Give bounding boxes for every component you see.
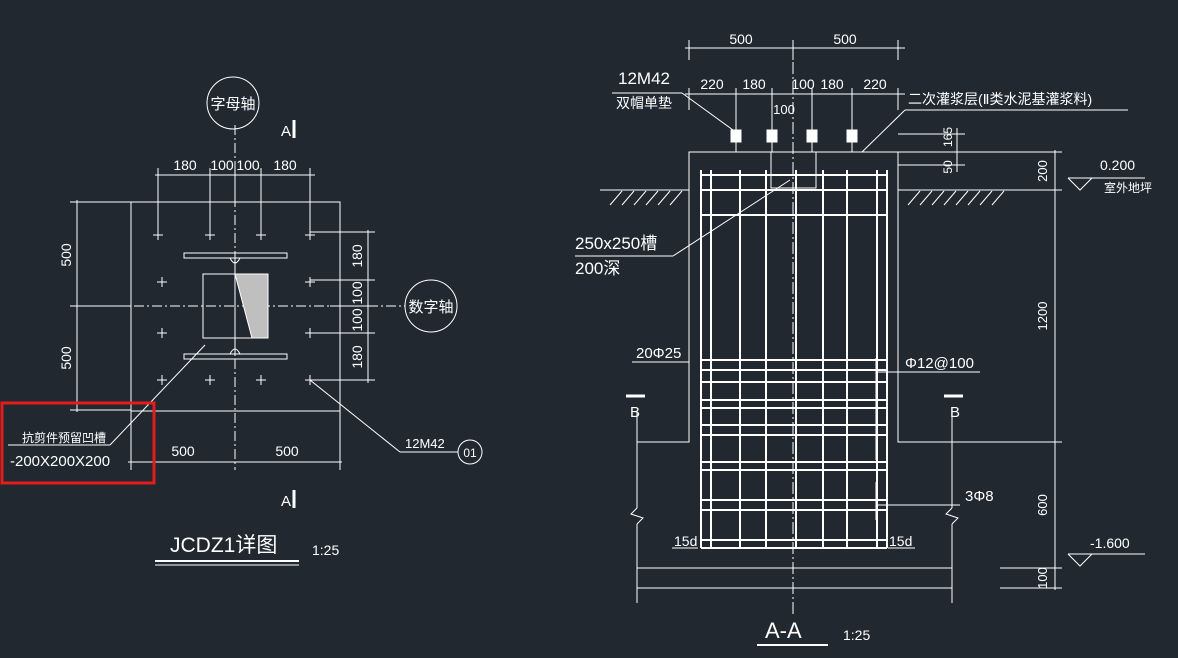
elevation-top: 0.200 — [1100, 157, 1135, 173]
section-dim-center: 100 — [773, 102, 795, 117]
groove-label-size: 250x250槽 — [575, 234, 657, 253]
stirrup-label: Φ12@100 — [905, 355, 974, 372]
main-rebar-label: 20Φ25 — [636, 345, 681, 362]
anchor-bolts — [730, 118, 858, 152]
plan-dim-top-2: 100 — [210, 157, 234, 173]
plan-dim-bottom-2: 500 — [275, 443, 299, 459]
number-axis-bubble — [404, 279, 458, 333]
section-mark-bottom: A — [281, 493, 291, 510]
rebar-cage — [700, 170, 888, 549]
section-bolt-label: 12M42 — [618, 69, 670, 88]
section-dim-1200: 1200 — [1035, 302, 1050, 331]
plan-bolts — [153, 230, 315, 385]
section-dim-50: 50 — [941, 160, 955, 174]
cut-mark-left: B — [630, 404, 640, 421]
bolt-cross — [305, 375, 315, 385]
anchor-right-label: 15d — [889, 533, 912, 549]
plan-dim-bottom-1: 500 — [171, 443, 195, 459]
cut-mark-right: B — [950, 404, 960, 421]
number-axis-label: 数字轴 — [408, 299, 453, 316]
section-dim-220-right: 220 — [863, 76, 887, 92]
bolt-cross — [305, 230, 315, 240]
highlight-box — [0, 401, 156, 485]
bolt-cross — [205, 375, 215, 385]
plan-scale: 1:25 — [312, 542, 339, 558]
elevation-top-label: 室外地坪 — [1104, 180, 1152, 195]
bolt-ref-circle — [457, 439, 483, 465]
section-dim-180-right: 180 — [820, 76, 844, 92]
plan-dim-right-3: 100 — [349, 308, 365, 332]
bolt-cross — [305, 328, 315, 338]
plan-dim-right-4: 180 — [349, 345, 365, 369]
plan-labels: 字母轴 数字轴 A A 180 100 100 180 500 500 180 … — [10, 96, 477, 558]
bolt-cross — [157, 328, 167, 338]
section-dim-220-left: 220 — [700, 76, 724, 92]
bolt-cross — [157, 375, 167, 385]
plan-dim-top-3: 100 — [236, 157, 260, 173]
bolt-cross — [256, 230, 266, 240]
section-labels: 500 500 220 180 100 180 220 100 12M42 双帽… — [575, 31, 1152, 643]
section-dim-600: 600 — [1035, 494, 1050, 516]
plan-detail — [8, 76, 483, 566]
section-dim-500-left: 500 — [729, 31, 753, 47]
plan-dim-left-1: 500 — [58, 243, 74, 267]
plan-dim-right-1: 180 — [349, 244, 365, 268]
shear-groove-note: 抗剪件预留凹槽 — [22, 430, 106, 445]
section-dim-100: 100 — [791, 76, 815, 92]
letter-axis-label: 字母轴 — [210, 96, 255, 113]
grout-label: 二次灌浆层(Ⅱ类水泥基灌浆料) — [908, 91, 1092, 107]
bolt-cross — [256, 375, 266, 385]
shear-groove-size: -200X200X200 — [10, 453, 110, 470]
plan-bolt-label: 12M42 — [405, 436, 445, 451]
section-dim-200: 200 — [1035, 160, 1050, 182]
section-dim-180-left: 180 — [742, 76, 766, 92]
plan-dim-right-2: 100 — [349, 281, 365, 305]
section-title: A-A — [765, 618, 802, 643]
plan-dim-left-2: 500 — [58, 346, 74, 370]
elevation-bottom: -1.600 — [1090, 535, 1130, 551]
bolt-cross — [157, 277, 167, 287]
bolt-cross — [205, 230, 215, 240]
bolt-cross — [153, 230, 163, 240]
plan-dim-top-1: 180 — [173, 157, 197, 173]
shear-key-groove — [234, 273, 269, 339]
letter-axis-bubble — [206, 76, 260, 130]
section-dim-165: 165 — [941, 127, 955, 147]
tie-label: 3Φ8 — [965, 488, 994, 505]
groove-pocket — [770, 151, 817, 189]
plan-bolt-ref: 01 — [463, 446, 477, 460]
section-scale: 1:25 — [843, 627, 870, 643]
groove-label-depth: 200深 — [575, 259, 620, 278]
section-detail — [575, 40, 1145, 646]
section-dim-100-bottom: 100 — [1035, 567, 1050, 589]
washer-label: 双帽单垫 — [616, 95, 672, 111]
plan-title: JCDZ1详图 — [170, 534, 277, 557]
bolt-cross — [305, 277, 315, 287]
section-mark-top: A — [281, 123, 291, 140]
plan-dim-top-4: 180 — [273, 157, 297, 173]
pedestal-outline — [636, 151, 953, 443]
anchor-left-label: 15d — [674, 533, 697, 549]
section-dim-500-right: 500 — [833, 31, 857, 47]
